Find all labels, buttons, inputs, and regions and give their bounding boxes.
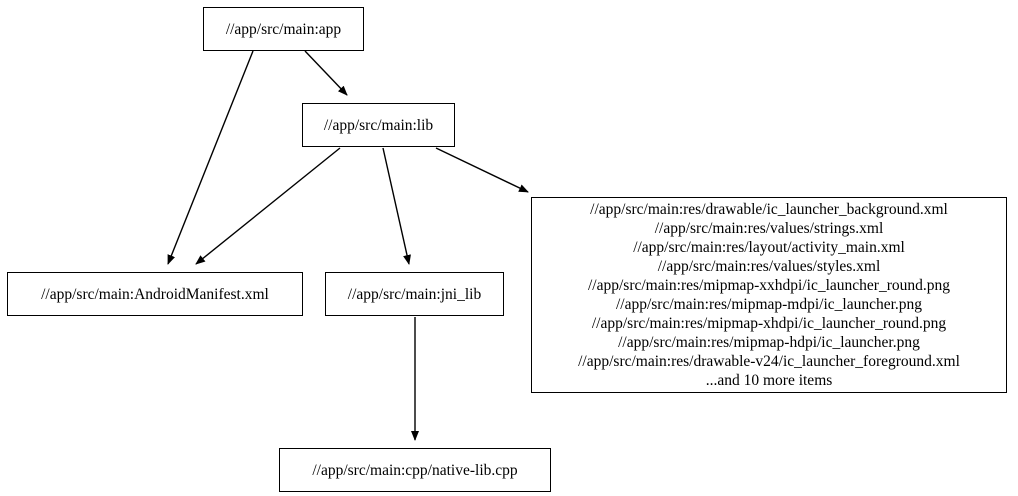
node-lib[interactable]: //app/src/main:lib: [302, 103, 455, 147]
node-label: //app/src/main:cpp/native-lib.cpp: [312, 461, 518, 479]
node-resources-group[interactable]: //app/src/main:res/drawable/ic_launcher_…: [531, 197, 1007, 393]
node-native-lib-cpp[interactable]: //app/src/main:cpp/native-lib.cpp: [279, 448, 551, 492]
edge-lib-to-resources: [435, 147, 529, 193]
node-label: //app/src/main:lib: [323, 116, 434, 134]
node-label: //app/src/main:AndroidManifest.xml: [41, 285, 269, 303]
edge-app-to-lib: [304, 50, 348, 96]
node-label: //app/src/main:res/drawable/ic_launcher_…: [578, 201, 960, 389]
node-app[interactable]: //app/src/main:app: [203, 7, 364, 51]
edge-lib-to-manifest: [195, 147, 341, 265]
edge-lib-to-jni-lib: [382, 147, 411, 265]
edge-app-to-manifest: [167, 50, 254, 265]
node-label: //app/src/main:jni_lib: [347, 285, 482, 303]
node-android-manifest-xml[interactable]: //app/src/main:AndroidManifest.xml: [7, 272, 303, 316]
node-jni-lib[interactable]: //app/src/main:jni_lib: [325, 272, 504, 316]
node-label: //app/src/main:app: [225, 20, 342, 38]
